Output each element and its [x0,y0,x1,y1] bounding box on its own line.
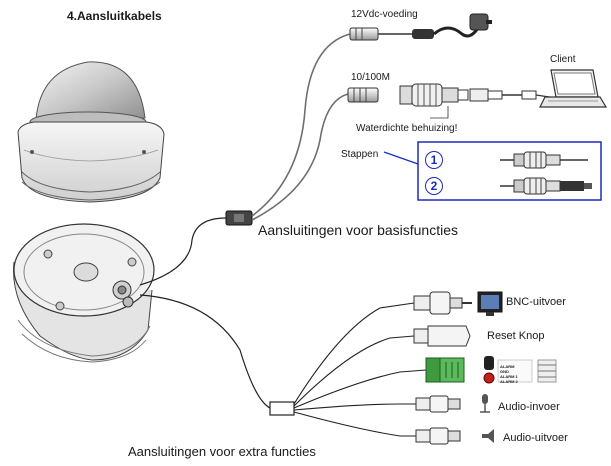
steps-box [383,141,602,201]
speaker-icon [482,429,494,443]
dome-camera-top [17,61,165,203]
reset-label: Reset Knop [487,330,545,342]
steps-label: Stappen [341,149,379,160]
reset-connector [413,325,471,347]
network-label: 10/100M [351,72,390,83]
waterproof-label: Waterdichte behuizing! [356,123,458,134]
microphone-icon [480,394,490,413]
bnc-connector [413,291,472,315]
network-connector [347,83,557,119]
alarm-terminal [425,356,557,384]
bnc-label: BNC-uitvoer [506,296,566,308]
power-label: 12Vdc-voeding [351,9,418,20]
audio-in-connector [415,395,461,413]
audio-in-label: Audio-invoer [498,401,560,413]
step-1-badge: 1 [425,151,443,169]
alarm-label-0: ALARM [500,364,515,369]
basic-junction [225,210,253,226]
alarm-label-1: GND [500,369,509,374]
laptop-icon [539,69,608,108]
power-connector [349,13,492,41]
client-label: Client [550,54,576,65]
audio-out-connector [415,427,461,445]
alarm-label-3: ALARM 2 [500,379,518,384]
page-title: 4.Aansluitkabels [67,9,162,23]
alarm-terminal-labels: ALARM GND ALARM 1 ALARM 2 [500,364,518,384]
basic-connections-label: Aansluitingen voor basisfuncties [258,222,459,238]
upper-cables [251,33,351,221]
alarm-label-2: ALARM 1 [500,374,518,379]
extra-connections-label: Aansluitingen voor extra functies [128,444,316,459]
step-2-badge: 2 [425,177,443,195]
audio-out-label: Audio-uitvoer [503,432,568,444]
extra-cables [293,302,427,437]
camera-base [13,223,155,363]
extra-junction [269,401,295,416]
monitor-icon [477,291,503,316]
main-cables [139,217,271,409]
